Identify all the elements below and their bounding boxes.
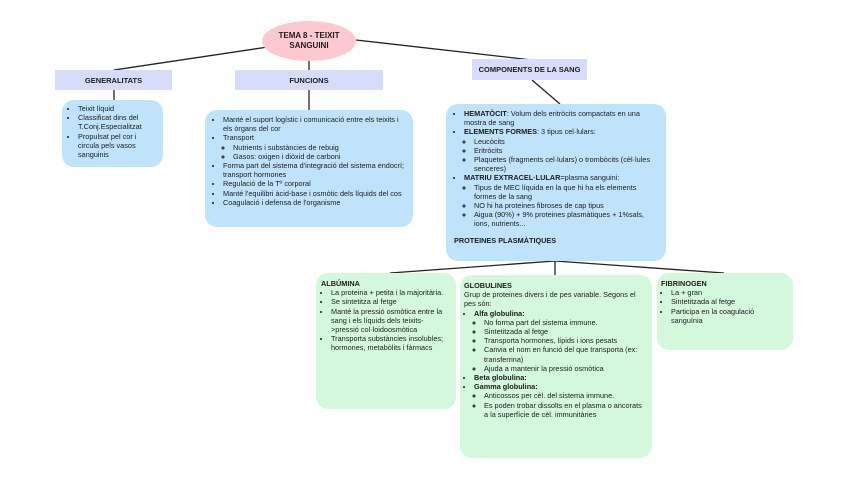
funcions-list: Manté el suport logístic i comunicació e… (213, 115, 407, 207)
sublist-item: Gasos: oxigen i diòxid de carboni (233, 152, 407, 161)
sublist-item: No forma part del sistema immune. (484, 318, 646, 327)
sublist-item: Es poden trobar dissolts en el plasma o … (484, 401, 646, 419)
transport-label: Transport (223, 133, 254, 143)
fibrinogen-list: La + gran Sintetitzada al fetge Particip… (661, 288, 787, 325)
list-item: Sintetitzada al fetge (671, 297, 787, 306)
sublist-item: Transporta hormones, lípids i ions pesat… (484, 336, 646, 345)
globulines-box: GLOBULINES Grup de proteines divers i de… (460, 275, 652, 458)
components-header-label: COMPONENTS DE LA SANG (478, 65, 581, 74)
alfa-sublist: No forma part del sistema immune. Sintet… (474, 318, 646, 373)
list-item: Manté la pressió osmòtica entre la sang … (331, 307, 450, 335)
list-item: Regulació de la Tº corporal (223, 179, 407, 188)
fibrinogen-title: FIBRINOGEN (661, 279, 707, 288)
gamma-sublist: Anticossos per cèl. del sistema immune. … (474, 391, 646, 419)
sublist-item: Leucòcits (474, 137, 660, 146)
list-item: MATRIU EXTRACEL·LULAR=plasma sanguini: T… (464, 173, 660, 228)
components-list: HEMATÒCIT: Volum dels eritròcits compact… (454, 109, 660, 229)
sublist-item: NO hi ha proteines fibroses de cap tipus (474, 201, 660, 210)
connector-proteines-fibrinogen (554, 260, 725, 274)
list-item: Transport Nutrients i substàncies de reb… (223, 133, 407, 161)
globulines-title: GLOBULINES (464, 281, 512, 290)
elements-sublist: Leucòcits Eritròcits Plaquetes (fragment… (464, 137, 660, 174)
elements-label: ELEMENTS FORMES (464, 127, 537, 137)
sublist-item: Ajuda a mantenir la pressió osmòtica (484, 364, 646, 373)
list-item: Teixit líquid (78, 104, 159, 113)
globulines-intro: Grup de proteines divers i de pes variab… (464, 290, 636, 309)
proteines-title: PROTEINES PLASMÀTIQUES (454, 235, 557, 245)
list-item: Se sintetitza al fetge (331, 297, 450, 306)
albumina-list: La proteina + petita i la majoritària. S… (321, 288, 450, 352)
matriu-text: =plasma sanguini: (560, 173, 620, 183)
sublist-item: Anticossos per cèl. del sistema immune. (484, 391, 646, 400)
list-item: ELEMENTS FORMES: 3 tipus cel·lulars: Leu… (464, 127, 660, 173)
components-header: COMPONENTS DE LA SANG (472, 59, 587, 80)
sublist-item: Plaquetes (fragments cel·lulars) o tromb… (474, 155, 660, 173)
sublist-item: Sintetitzada al fetge (484, 327, 646, 336)
globulines-list: Alfa globulina: No forma part del sistem… (464, 309, 646, 419)
funcions-header-label: FUNCIONS (289, 75, 329, 85)
root-line-1: TEMA 8 - TEIXIT (278, 31, 340, 40)
connector-components-box (531, 79, 561, 105)
list-item: Manté l'equilibri àcid-base i osmòtic de… (223, 189, 407, 198)
albumina-title: ALBÚMINA (321, 279, 360, 288)
list-item: Forma part del sistema d'integració del … (223, 161, 407, 179)
list-item: Participa en la coagulació sanguínia (671, 307, 787, 325)
albumina-box: ALBÚMINA La proteina + petita i la major… (316, 273, 456, 409)
generalitats-list: Teixit líquid Classificat dins del T.Con… (68, 104, 159, 159)
beta-label: Beta globulina: (474, 373, 527, 383)
list-item: Beta globulina: (474, 373, 646, 382)
generalitats-box: Teixit líquid Classificat dins del T.Con… (62, 100, 163, 167)
fibrinogen-box: FIBRINOGEN La + gran Sintetitzada al fet… (657, 273, 793, 350)
sublist-item: Eritròcits (474, 146, 660, 155)
list-item: Coagulació i defensa de l'organisme (223, 198, 407, 207)
list-item: La + gran (671, 288, 787, 297)
gamma-label: Gamma globulina: (474, 382, 538, 392)
generalitats-header: GENERALITATS (55, 70, 172, 90)
sublist-item: Nutrients i substàncies de rebuig (233, 143, 407, 152)
sublist-item: Aigua (90%) + 9% proteines plasmàtiques … (474, 210, 660, 228)
root-line-2: SANGUINI (289, 41, 329, 50)
transport-sublist: Nutrients i substàncies de rebuig Gasos:… (223, 143, 407, 161)
matriu-sublist: Tipus de MEC líquida en la que hi ha els… (464, 183, 660, 229)
funcions-box: Manté el suport logístic i comunicació e… (205, 110, 413, 227)
list-item: Alfa globulina: No forma part del sistem… (474, 309, 646, 373)
funcions-header: FUNCIONS (235, 70, 383, 90)
connector-root-components (355, 39, 533, 61)
hematocit-label: HEMATÒCIT (464, 109, 507, 118)
generalitats-header-label: GENERALITATS (84, 75, 143, 85)
alfa-label: Alfa globulina: (474, 308, 525, 318)
sublist-item: Canvia el nom en funció del que transpor… (484, 345, 646, 363)
list-item: Propulsat pel cor i circula pels vasos s… (78, 132, 159, 160)
list-item: Manté el suport logístic i comunicació e… (223, 115, 407, 133)
list-item: Transporta substàncies insolubles; hormo… (331, 334, 450, 352)
sublist-item: Tipus de MEC líquida en la que hi ha els… (474, 183, 660, 201)
list-item: Classificat dins del T.Conj.Especialitza… (78, 113, 159, 131)
root-topic: TEMA 8 - TEIXIT SANGUINI (262, 21, 356, 61)
matriu-label: MATRIU EXTRACEL·LULAR (464, 173, 561, 183)
connector-root-generalitats (113, 46, 269, 71)
connector-proteines-albumina (389, 260, 556, 274)
elements-text: : 3 tipus cel·lulars: (536, 127, 596, 137)
list-item: HEMATÒCIT: Volum dels eritròcits compact… (464, 109, 660, 127)
hematocit-text: : Volum dels eritròcits compactats en un… (464, 109, 640, 128)
list-item: Gamma globulina: Anticossos per cèl. del… (474, 382, 646, 419)
list-item: La proteina + petita i la majoritària. (331, 288, 450, 297)
components-box: HEMATÒCIT: Volum dels eritròcits compact… (446, 104, 666, 261)
